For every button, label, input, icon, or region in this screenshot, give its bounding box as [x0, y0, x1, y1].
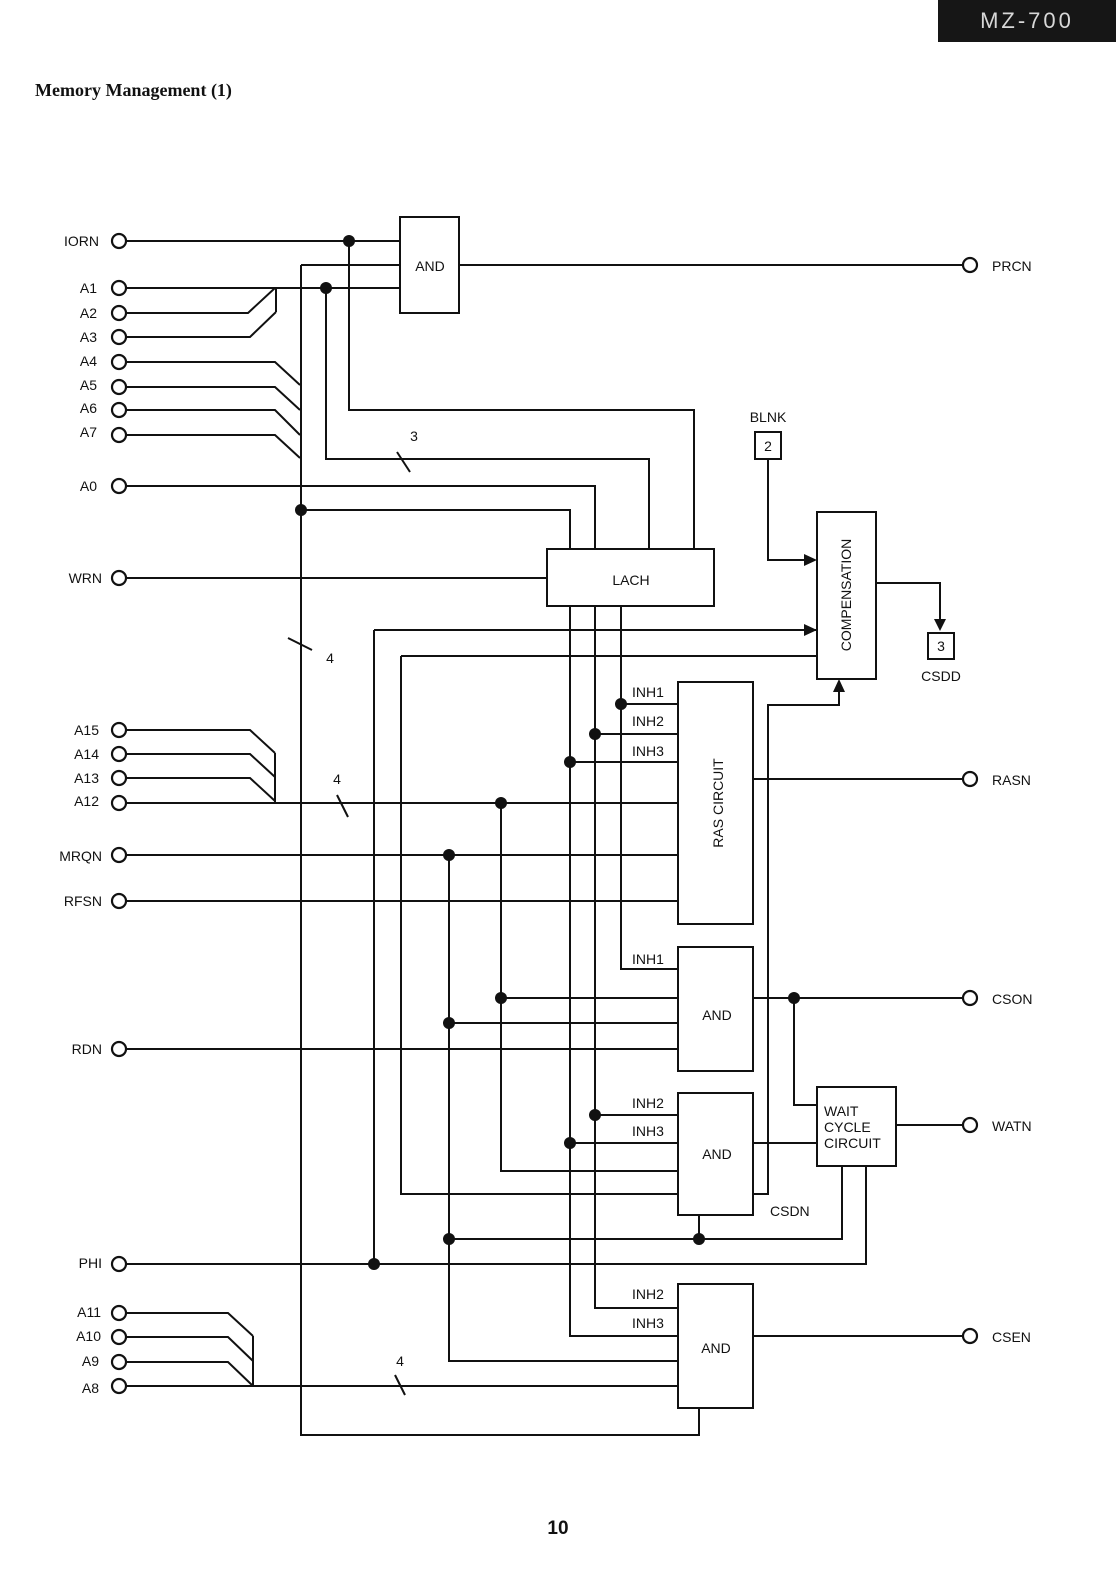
blnk-ref-number: 2: [764, 438, 772, 454]
latch-block: LACH: [546, 548, 715, 607]
and-gate-cse: AND: [677, 1283, 754, 1409]
input-a9: A9: [82, 1353, 99, 1369]
input-a6: A6: [80, 400, 97, 416]
and-gate-csd: AND: [677, 1092, 754, 1216]
input-wrn: WRN: [69, 570, 102, 586]
csdd-label: CSDD: [921, 668, 961, 684]
ras-circuit-label: RAS CIRCUIT: [710, 758, 726, 848]
inh3-ras-label: INH3: [632, 743, 664, 759]
inh2-cse-label: INH2: [632, 1286, 664, 1302]
inh2-csd-label: INH2: [632, 1095, 664, 1111]
input-terminals: IORN A1 A2 A3 A4 A5 A6 A7 A0 WRN A15 A14…: [59, 232, 128, 1396]
inh2-ras-label: INH2: [632, 713, 664, 729]
output-watn: WATN: [992, 1118, 1032, 1134]
input-a14: A14: [74, 746, 99, 762]
latch-label: LACH: [612, 572, 649, 588]
wait-cycle-circuit-block: WAIT CYCLE CIRCUIT: [816, 1086, 897, 1167]
model-tag: MZ-700: [938, 0, 1116, 42]
input-rdn: RDN: [72, 1041, 102, 1057]
input-a12: A12: [74, 793, 99, 809]
inh3-cse-label: INH3: [632, 1315, 664, 1331]
input-phi: PHI: [79, 1255, 102, 1271]
signal-labels: INH1 INH2 INH3 INH1 INH2 INH3 INH2 INH3 …: [326, 428, 810, 1369]
input-a8: A8: [82, 1380, 99, 1396]
input-a2: A2: [80, 305, 97, 321]
input-mrqn: MRQN: [59, 848, 102, 864]
blnk-reference: 2 BLNK: [750, 409, 787, 460]
inh1-ras-label: INH1: [632, 684, 664, 700]
csdn-label: CSDN: [770, 1203, 810, 1219]
junction-dots: [295, 235, 800, 1270]
page-number: 10: [547, 1518, 569, 1539]
input-a11: A11: [77, 1304, 101, 1320]
input-a10: A10: [76, 1328, 101, 1344]
input-a4: A4: [80, 353, 97, 369]
wiring: [126, 240, 963, 1436]
input-a5: A5: [80, 377, 97, 393]
input-rfsn: RFSN: [64, 893, 102, 909]
csdd-ref-number: 3: [937, 638, 945, 654]
and-gate-top-label: AND: [415, 258, 445, 274]
csdd-reference: 3 CSDD: [921, 632, 961, 684]
wait-label-line1: WAIT: [824, 1103, 859, 1119]
output-prcn: PRCN: [992, 258, 1032, 274]
blnk-label: BLNK: [750, 409, 787, 425]
input-a13: A13: [74, 770, 99, 786]
compensation-block: COMPENSATION: [816, 511, 877, 680]
output-rasn: RASN: [992, 772, 1031, 788]
and-gate-cs-label: AND: [702, 1007, 732, 1023]
bus-width-a12-a15: 4: [333, 771, 341, 787]
bus-width-vertical: 4: [326, 650, 334, 666]
input-a15: A15: [74, 722, 99, 738]
input-a0: A0: [80, 478, 97, 494]
and-gate-cs: AND: [677, 946, 754, 1072]
output-cson: CSON: [992, 991, 1032, 1007]
wait-label-line3: CIRCUIT: [824, 1135, 881, 1151]
output-csen: CSEN: [992, 1329, 1031, 1345]
and-gate-cse-label: AND: [701, 1340, 731, 1356]
input-a7: A7: [80, 424, 97, 440]
wait-label-line2: CYCLE: [824, 1119, 871, 1135]
input-iorn: IORN: [64, 233, 99, 249]
input-a3: A3: [80, 329, 97, 345]
output-terminals: PRCN RASN CSON WATN CSEN: [961, 256, 1032, 1345]
bus-width-a4-a7: 3: [410, 428, 418, 444]
section-title: Memory Management (1): [35, 80, 232, 100]
input-a1: A1: [80, 280, 97, 296]
compensation-label: COMPENSATION: [838, 539, 854, 652]
bus-width-a8-a11: 4: [396, 1353, 404, 1369]
ras-circuit-block: RAS CIRCUIT: [677, 681, 754, 925]
and-gate-csd-label: AND: [702, 1146, 732, 1162]
inh3-csd-label: INH3: [632, 1123, 664, 1139]
and-gate-top: AND: [399, 216, 460, 314]
inh1-cs-label: INH1: [632, 951, 664, 967]
